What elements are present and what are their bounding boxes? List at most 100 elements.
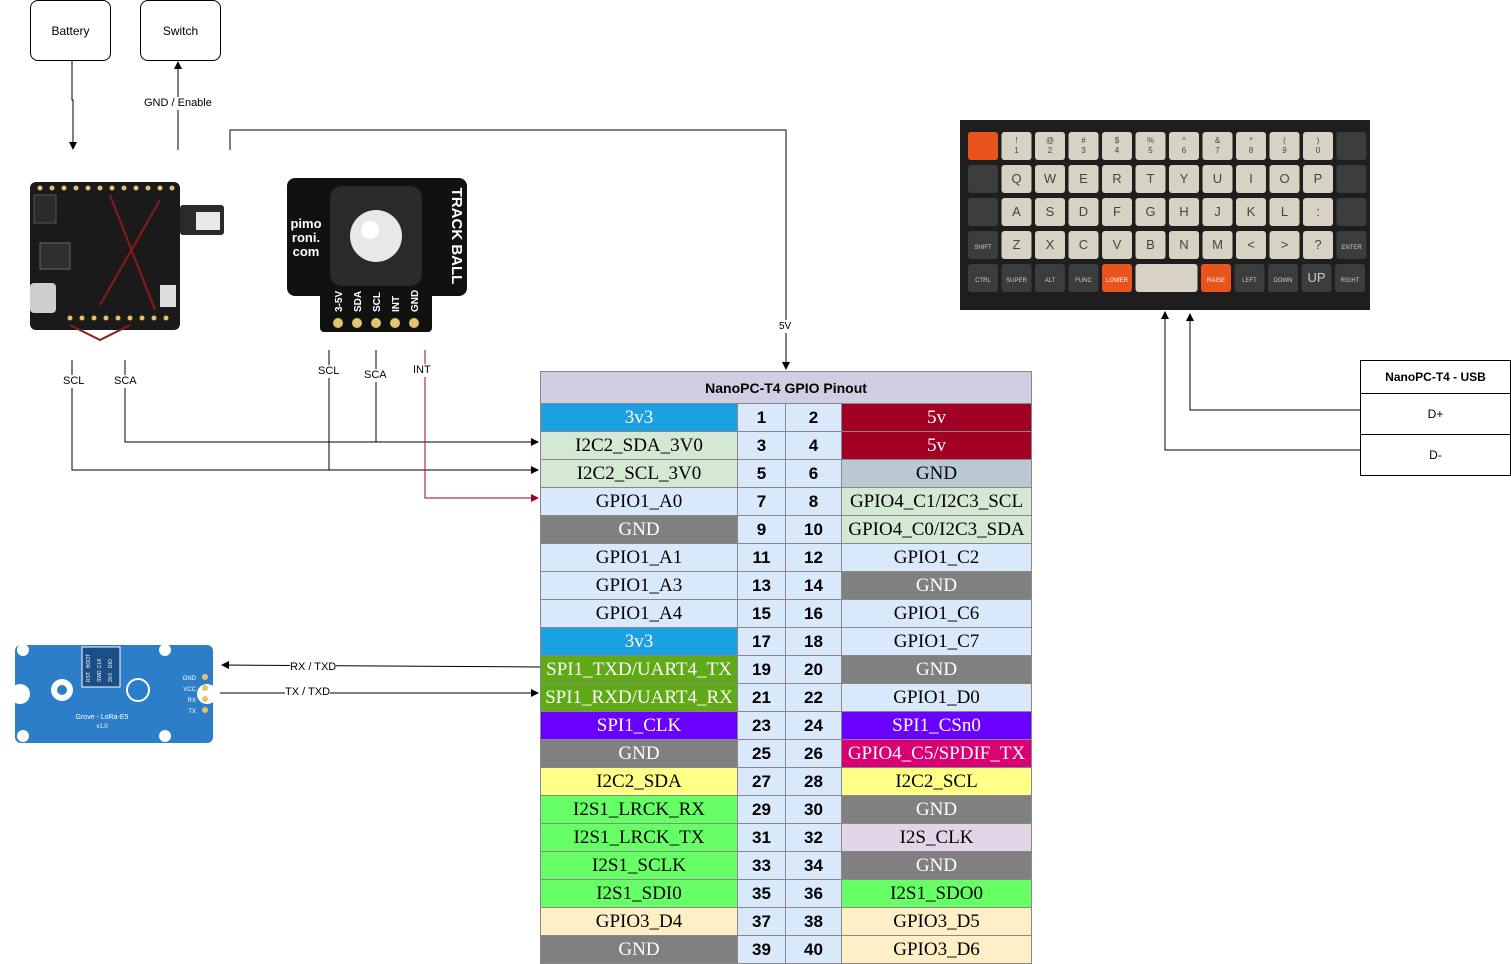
gpio-right-pin-name: GPIO1_C7 [840,627,1033,656]
keycap [1336,165,1367,193]
ups-sca-label: SCA [114,375,137,388]
usb-table-title: NanoPC-T4 - USB [1360,360,1511,394]
gpio-right-pin-name: GPIO1_C2 [840,543,1033,572]
gpio-left-pin-name: I2S1_LRCK_RX [540,795,738,824]
gpio-right-pin-number: 34 [785,851,842,880]
gpio-right-pin-name: SPI1_CSn0 [840,711,1033,740]
keycap-legend: L [1281,204,1288,219]
keycap [1135,198,1166,226]
keycap [1202,165,1233,193]
lora-header-label: CLK [97,658,103,668]
keycap-legend: W [1044,171,1057,186]
trackball-pin-label: 3-5V [334,291,345,312]
gpio-left-pin-name: SPI1_TXD/UART4_TX [540,655,738,684]
gpio-right-pin-number: 10 [785,515,842,544]
keycap-legend: * [1249,136,1252,145]
keycap [1035,198,1065,226]
keycap-legend: H [1179,204,1188,219]
keycap-legend: ) [1317,136,1320,145]
gpio-right-pin-name: I2S_CLK [840,823,1033,852]
gpio-right-pin-number: 30 [785,795,842,824]
keycap-legend: F [1113,204,1121,219]
keycap [968,264,998,292]
rx-txd-label: RX / TXD [290,661,337,674]
keycap [968,165,998,193]
gpio-right-pin-number: 12 [785,543,842,572]
keycap [1102,198,1132,226]
keycap-legend: SHIFT [974,245,992,251]
keycap [1001,165,1032,193]
keycap-legend: 0 [1316,146,1321,155]
keycap-legend: 6 [1182,146,1187,155]
keycap-legend: X [1046,237,1055,252]
keycap [1102,264,1132,292]
gpio-left-pin-name: I2C2_SDA [540,767,738,796]
keycap [1202,132,1233,160]
usb-dminus-cell: D- [1360,434,1511,476]
keycap [1102,231,1132,259]
keycap [1303,132,1333,160]
keycap-legend: M [1212,237,1223,252]
keycap-legend: : [1316,204,1320,219]
keycap-legend: CTRL [975,278,991,284]
gpio-left-pin-name: 3v3 [540,627,738,656]
keycap-legend: 3 [1081,146,1086,155]
gpio-left-pin-name: I2S1_LRCK_TX [540,823,738,852]
keycap [1303,198,1333,226]
gpio-right-pin-name: GPIO1_C6 [840,599,1033,628]
gpio-left-pin-name: GND [540,739,738,768]
keycap-legend: < [1247,237,1255,252]
keycap-legend: B [1146,237,1155,252]
keycap [1236,132,1266,160]
gpio-left-pin-name: GND [540,935,738,964]
keycap-legend: O [1279,171,1289,186]
switch-label: Switch [162,23,199,38]
keycap-legend: 4 [1115,146,1120,155]
keycap-legend: # [1081,136,1086,145]
gpio-right-pin-number: 40 [785,935,842,964]
gpio-table-title: NanoPC-T4 GPIO Pinout [539,371,1033,404]
gpio-right-pin-number: 20 [785,655,842,684]
gpio-left-pin-number: 15 [737,599,786,628]
gpio-left-pin-number: 7 [737,487,786,516]
gpio-right-pin-number: 18 [785,627,842,656]
keycap-legend: @ [1046,136,1054,145]
trackball-brand-line-1: pimo [290,216,321,231]
keycap [1269,198,1300,226]
keycap [968,132,998,160]
keycap [1234,264,1265,292]
trackball-brand-line-3: com [293,244,320,259]
gpio-left-pin-name: GPIO1_A4 [540,599,738,628]
gnd-enable-label: GND / Enable [144,97,212,110]
gpio-left-pin-name: SPI1_CLK [540,711,738,740]
keycap-legend: % [1147,136,1154,145]
usb-table: NanoPC-T4 - USB D+ D- [1360,360,1511,476]
gpio-left-pin-name: GND [540,515,738,544]
keycap-legend: UP [1307,270,1325,285]
keycap-legend: G [1145,204,1155,219]
keycap-legend: S [1046,204,1055,219]
gpio-right-pin-name: 5v [840,431,1033,460]
lora-header-label: DIO [108,659,114,668]
keycap-legend: D [1079,204,1088,219]
gpio-left-pin-name: 3v3 [540,403,738,432]
keycap-legend: 1 [1014,146,1019,155]
keycap [1169,231,1199,259]
keycap-legend: $ [1115,136,1120,145]
keycap [1135,132,1166,160]
keycap-legend: A [1012,204,1021,219]
trackball-pin-label: SDA [353,291,364,312]
keycap [1068,231,1099,259]
gpio-right-pin-name: GPIO3_D5 [840,907,1033,936]
lora-header-label: SWD [97,670,103,682]
gpio-left-pin-name: I2S1_SDI0 [540,879,738,908]
